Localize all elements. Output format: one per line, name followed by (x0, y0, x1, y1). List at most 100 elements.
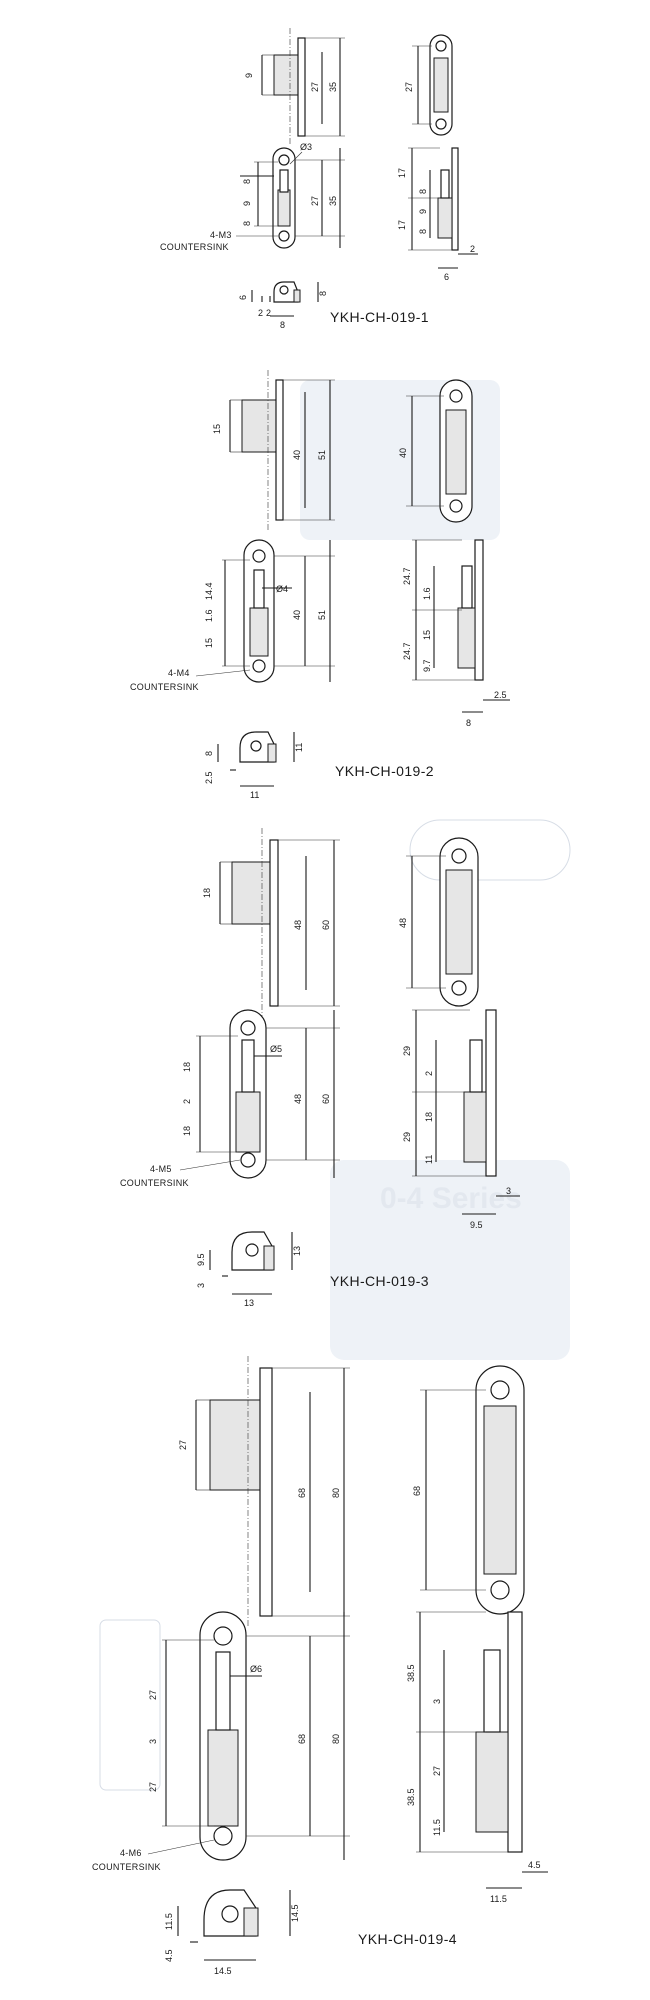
part-1-drawing: 9 27 35 27 Ø3 8 9 8 (160, 28, 478, 330)
p4-lower-offset-label: 27 (148, 1782, 158, 1792)
p2-plate-height-label: 40 (292, 450, 302, 460)
part-3-model-title: YKH-CH-019-3 (330, 1273, 429, 1289)
p4-countersink-label: COUNTERSINK (92, 1862, 161, 1872)
part-3-end-view: 9.5 3 13 13 (196, 1231, 302, 1308)
part-1-end-view: 6 2 2 8 8 (238, 281, 328, 330)
p1-side-lower-label: 17 (397, 220, 407, 230)
p3-side-base-label: 9.5 (470, 1220, 483, 1230)
p3-tab-width-label: 18 (202, 888, 212, 898)
p3-bot-left-label: 9.5 (196, 1253, 206, 1266)
p1-bot-left-label: 6 (238, 295, 248, 300)
p1-front-overall-label: 35 (328, 196, 338, 206)
p4-countersink-note: 4-M6 (120, 1848, 142, 1858)
p4-side-mid-b-label: 27 (432, 1766, 442, 1776)
p1-bot-small-a-label: 2 (258, 308, 263, 318)
p4-bot-small-a-label: 4.5 (164, 1949, 174, 1962)
p3-pin-gap-label: 2 (182, 1099, 192, 1104)
p2-side-mid-a-label: 1.6 (422, 587, 432, 600)
part-3-leaf-view: 18 48 60 (202, 828, 340, 1016)
p2-side-thick-label: 2.5 (494, 690, 507, 700)
p1-pin-gap-label: 9 (242, 201, 252, 206)
part-1-knuckle-front: Ø3 8 9 8 27 35 4-M3 COUNTERSINK (160, 142, 345, 252)
p1-hole-dia-label: Ø3 (300, 142, 312, 152)
p3-countersink-label: COUNTERSINK (120, 1178, 189, 1188)
p2-upper-offset-label: 14.4 (204, 582, 214, 600)
p2-pin-gap-label: 1.6 (204, 609, 214, 622)
p2-side-upper-label: 24.7 (402, 567, 412, 585)
part-4-knuckle-side: 38.5 38.5 3 27 11.5 11.5 4.5 (406, 1611, 548, 1904)
p3-front-overall-label: 60 (321, 1094, 331, 1104)
part-3-leaf-front: 48 (398, 837, 479, 1007)
part-4-end-view: 11.5 4.5 14.5 14.5 (164, 1889, 300, 1976)
p2-side-mid-b-label: 15 (422, 630, 432, 640)
p4-side-mid-a-label: 3 (432, 1699, 442, 1704)
p2-side-lower-label: 24.7 (402, 642, 412, 660)
part-2-model-title: YKH-CH-019-2 (335, 763, 434, 779)
p3-side-mid-a-label: 2 (424, 1071, 434, 1076)
p2-front-overall-label: 51 (317, 610, 327, 620)
part-1-leaf-front: 27 (404, 34, 453, 136)
p1-side-thick-label: 2 (470, 244, 475, 254)
part-2-drawing: 15 40 51 40 Ø4 14.4 1.6 15 40 (130, 370, 510, 800)
p1-side-mid-a-label: 8 (418, 189, 428, 194)
p3-side-mid-c-label: 11 (424, 1155, 434, 1164)
part-3-knuckle-side: 29 29 2 18 11 9.5 3 (402, 1009, 520, 1230)
part-2-knuckle-side: 24.7 24.7 1.6 15 9.7 8 2.5 (402, 539, 510, 728)
p4-bot-height-label: 14.5 (290, 1904, 300, 1922)
part-4-leaf-front: 68 (412, 1365, 525, 1615)
p1-side-mid-c-label: 8 (418, 229, 428, 234)
p4-bot-left-label: 11.5 (164, 1913, 174, 1930)
p4-pin-gap-label: 3 (148, 1739, 158, 1744)
p3-side-upper-label: 29 (402, 1046, 412, 1056)
part-4-knuckle-front: Ø6 27 3 27 68 80 4-M6 COUNTERSINK (92, 1611, 350, 1872)
p1-bot-width-label: 8 (280, 320, 285, 330)
p4-front-overall-label: 80 (331, 1734, 341, 1744)
p1-side-upper-label: 17 (397, 168, 407, 178)
part-4-model-title: YKH-CH-019-4 (358, 1931, 457, 1947)
p3-side-lower-label: 29 (402, 1132, 412, 1142)
p2-bot-width-label: 11 (250, 790, 259, 800)
p2-side-mid-c-label: 9.7 (422, 659, 432, 672)
p4-side-lower-label: 38.5 (406, 1788, 416, 1806)
part-1-leaf-view: 9 27 35 (244, 28, 345, 145)
p2-tab-width-label: 15 (212, 424, 222, 434)
p2-bot-small-a-label: 2.5 (204, 771, 214, 784)
p1-overall-height-label: 35 (328, 82, 338, 92)
part-2-knuckle-front: Ø4 14.4 1.6 15 40 51 4-M4 COUNTERSINK (130, 539, 335, 692)
p4-upper-offset-label: 27 (148, 1690, 158, 1700)
p3-side-thick-label: 3 (506, 1186, 511, 1196)
p4-side-thick-label: 4.5 (528, 1860, 541, 1870)
p1-side-plate-height-label: 27 (404, 82, 414, 92)
p4-tab-width-label: 27 (178, 1440, 188, 1450)
p2-side-plate-height-label: 40 (398, 448, 408, 458)
p1-side-base-label: 6 (444, 272, 449, 282)
p4-overall-height-label: 80 (331, 1488, 341, 1498)
p2-front-height-label: 40 (292, 610, 302, 620)
p3-bot-small-a-label: 3 (196, 1283, 206, 1288)
p2-bot-left-label: 8 (204, 751, 214, 756)
p4-side-mid-c-label: 11.5 (432, 1819, 442, 1836)
part-3-knuckle-front: Ø5 18 2 18 48 60 4-M5 COUNTERSINK (120, 1009, 340, 1188)
p3-plate-height-label: 48 (293, 920, 303, 930)
p1-plate-height-label: 27 (310, 82, 320, 92)
p1-countersink-label: COUNTERSINK (160, 242, 229, 252)
p3-side-mid-b-label: 18 (424, 1112, 434, 1122)
p2-lower-offset-label: 15 (204, 638, 214, 648)
p4-plate-height-label: 68 (297, 1488, 307, 1498)
p4-hole-dia-label: Ø6 (250, 1664, 262, 1674)
p3-bot-width-label: 13 (244, 1298, 254, 1308)
p3-countersink-note: 4-M5 (150, 1164, 172, 1174)
part-1-model-title: YKH-CH-019-1 (330, 309, 429, 325)
p2-overall-height-label: 51 (317, 450, 327, 460)
p1-front-height-label: 27 (310, 196, 320, 206)
p3-upper-offset-label: 18 (182, 1062, 192, 1072)
p1-bot-height-label: 8 (318, 291, 328, 296)
p3-front-height-label: 48 (293, 1094, 303, 1104)
part-3-drawing: 18 48 60 48 Ø5 18 2 18 48 60 (120, 828, 520, 1308)
part-4-drawing: 27 68 80 68 Ø6 27 3 27 68 80 (92, 1356, 548, 1976)
part-2-leaf-view: 15 40 51 (212, 370, 335, 530)
p2-bot-height-label: 11 (294, 743, 304, 752)
p4-side-base-label: 11.5 (490, 1894, 507, 1904)
p4-bot-width-label: 14.5 (214, 1966, 232, 1976)
